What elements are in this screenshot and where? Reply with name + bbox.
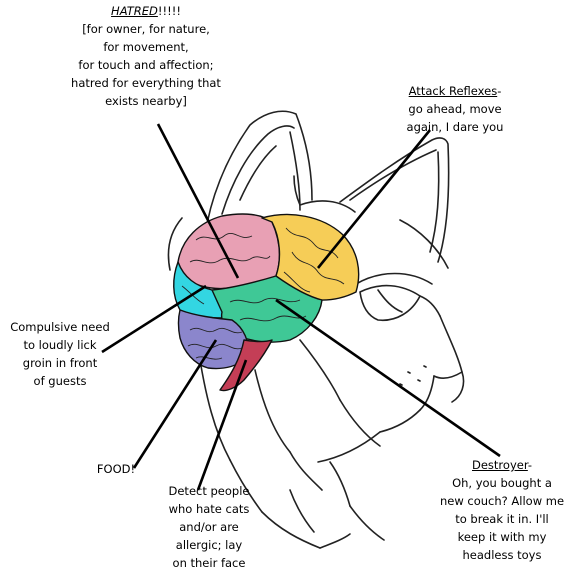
attack-heading-suffix: -: [497, 84, 502, 98]
attack-line-1: go ahead, move: [408, 102, 502, 116]
food-text: FOOD!: [96, 462, 136, 476]
attack-heading: Attack Reflexes: [408, 84, 498, 98]
hatred-line-5: exists nearby]: [105, 94, 187, 108]
brain-region-detect: [219, 339, 273, 392]
hatred-line-1: [for owner, for nature,: [82, 22, 210, 36]
label-compulsive: Compulsive need to loudly lick groin in …: [2, 318, 118, 390]
brain-region-food: [177, 309, 250, 370]
label-food: FOOD!: [88, 460, 144, 478]
leader-hatred: [156, 123, 240, 279]
leader-compulsive: [101, 284, 207, 354]
hatred-line-4: hatred for everything that: [71, 76, 221, 90]
hatred-heading: HATRED: [111, 4, 158, 18]
destroyer-heading-row: Destroyer-: [424, 456, 580, 474]
detect-line-3: and/or are: [179, 520, 239, 534]
destroyer-line-5: headless toys: [462, 548, 542, 562]
attack-heading-row: Attack Reflexes-: [386, 82, 524, 100]
hatred-line-3: for touch and affection;: [78, 58, 214, 72]
compulsive-line-1: Compulsive need: [10, 320, 110, 334]
hatred-heading-suffix: !!!!!: [157, 4, 181, 18]
leader-destroyer: [275, 298, 501, 458]
attack-line-2: again, I dare you: [406, 120, 504, 134]
detect-line-1: Detect people: [168, 484, 250, 498]
detect-line-2: who hate cats: [168, 502, 250, 516]
compulsive-line-4: of guests: [33, 374, 87, 388]
brain-region-attack: [261, 213, 360, 301]
leader-lines: [101, 123, 501, 491]
destroyer-heading-suffix: -: [527, 458, 532, 472]
label-attack: Attack Reflexes- go ahead, move again, I…: [386, 82, 524, 136]
hatred-heading-row: HATRED!!!!!: [48, 2, 244, 20]
destroyer-heading: Destroyer: [472, 458, 528, 472]
detect-line-4: allergic; lay: [175, 538, 243, 552]
compulsive-line-3: groin in front: [22, 356, 98, 370]
destroyer-line-4: keep it with my: [457, 530, 547, 544]
destroyer-line-1: Oh, you bought a: [452, 476, 552, 490]
label-detect: Detect people who hate cats and/or are a…: [150, 482, 268, 572]
destroyer-line-3: to break it in. I'll: [455, 512, 549, 526]
leader-attack: [316, 129, 432, 269]
hatred-line-2: for movement,: [103, 40, 189, 54]
leader-food: [132, 339, 218, 469]
cat-head-sketch: [167, 110, 465, 549]
label-hatred: HATRED!!!!! [for owner, for nature, for …: [48, 2, 244, 110]
compulsive-line-2: to loudly lick: [23, 338, 97, 352]
detect-line-5: on their face: [172, 556, 246, 570]
destroyer-line-2: new couch? Allow me: [439, 494, 565, 508]
label-destroyer: Destroyer- Oh, you bought a new couch? A…: [424, 456, 580, 564]
brain-region-hatred: [177, 213, 281, 290]
leader-detect: [196, 359, 248, 491]
